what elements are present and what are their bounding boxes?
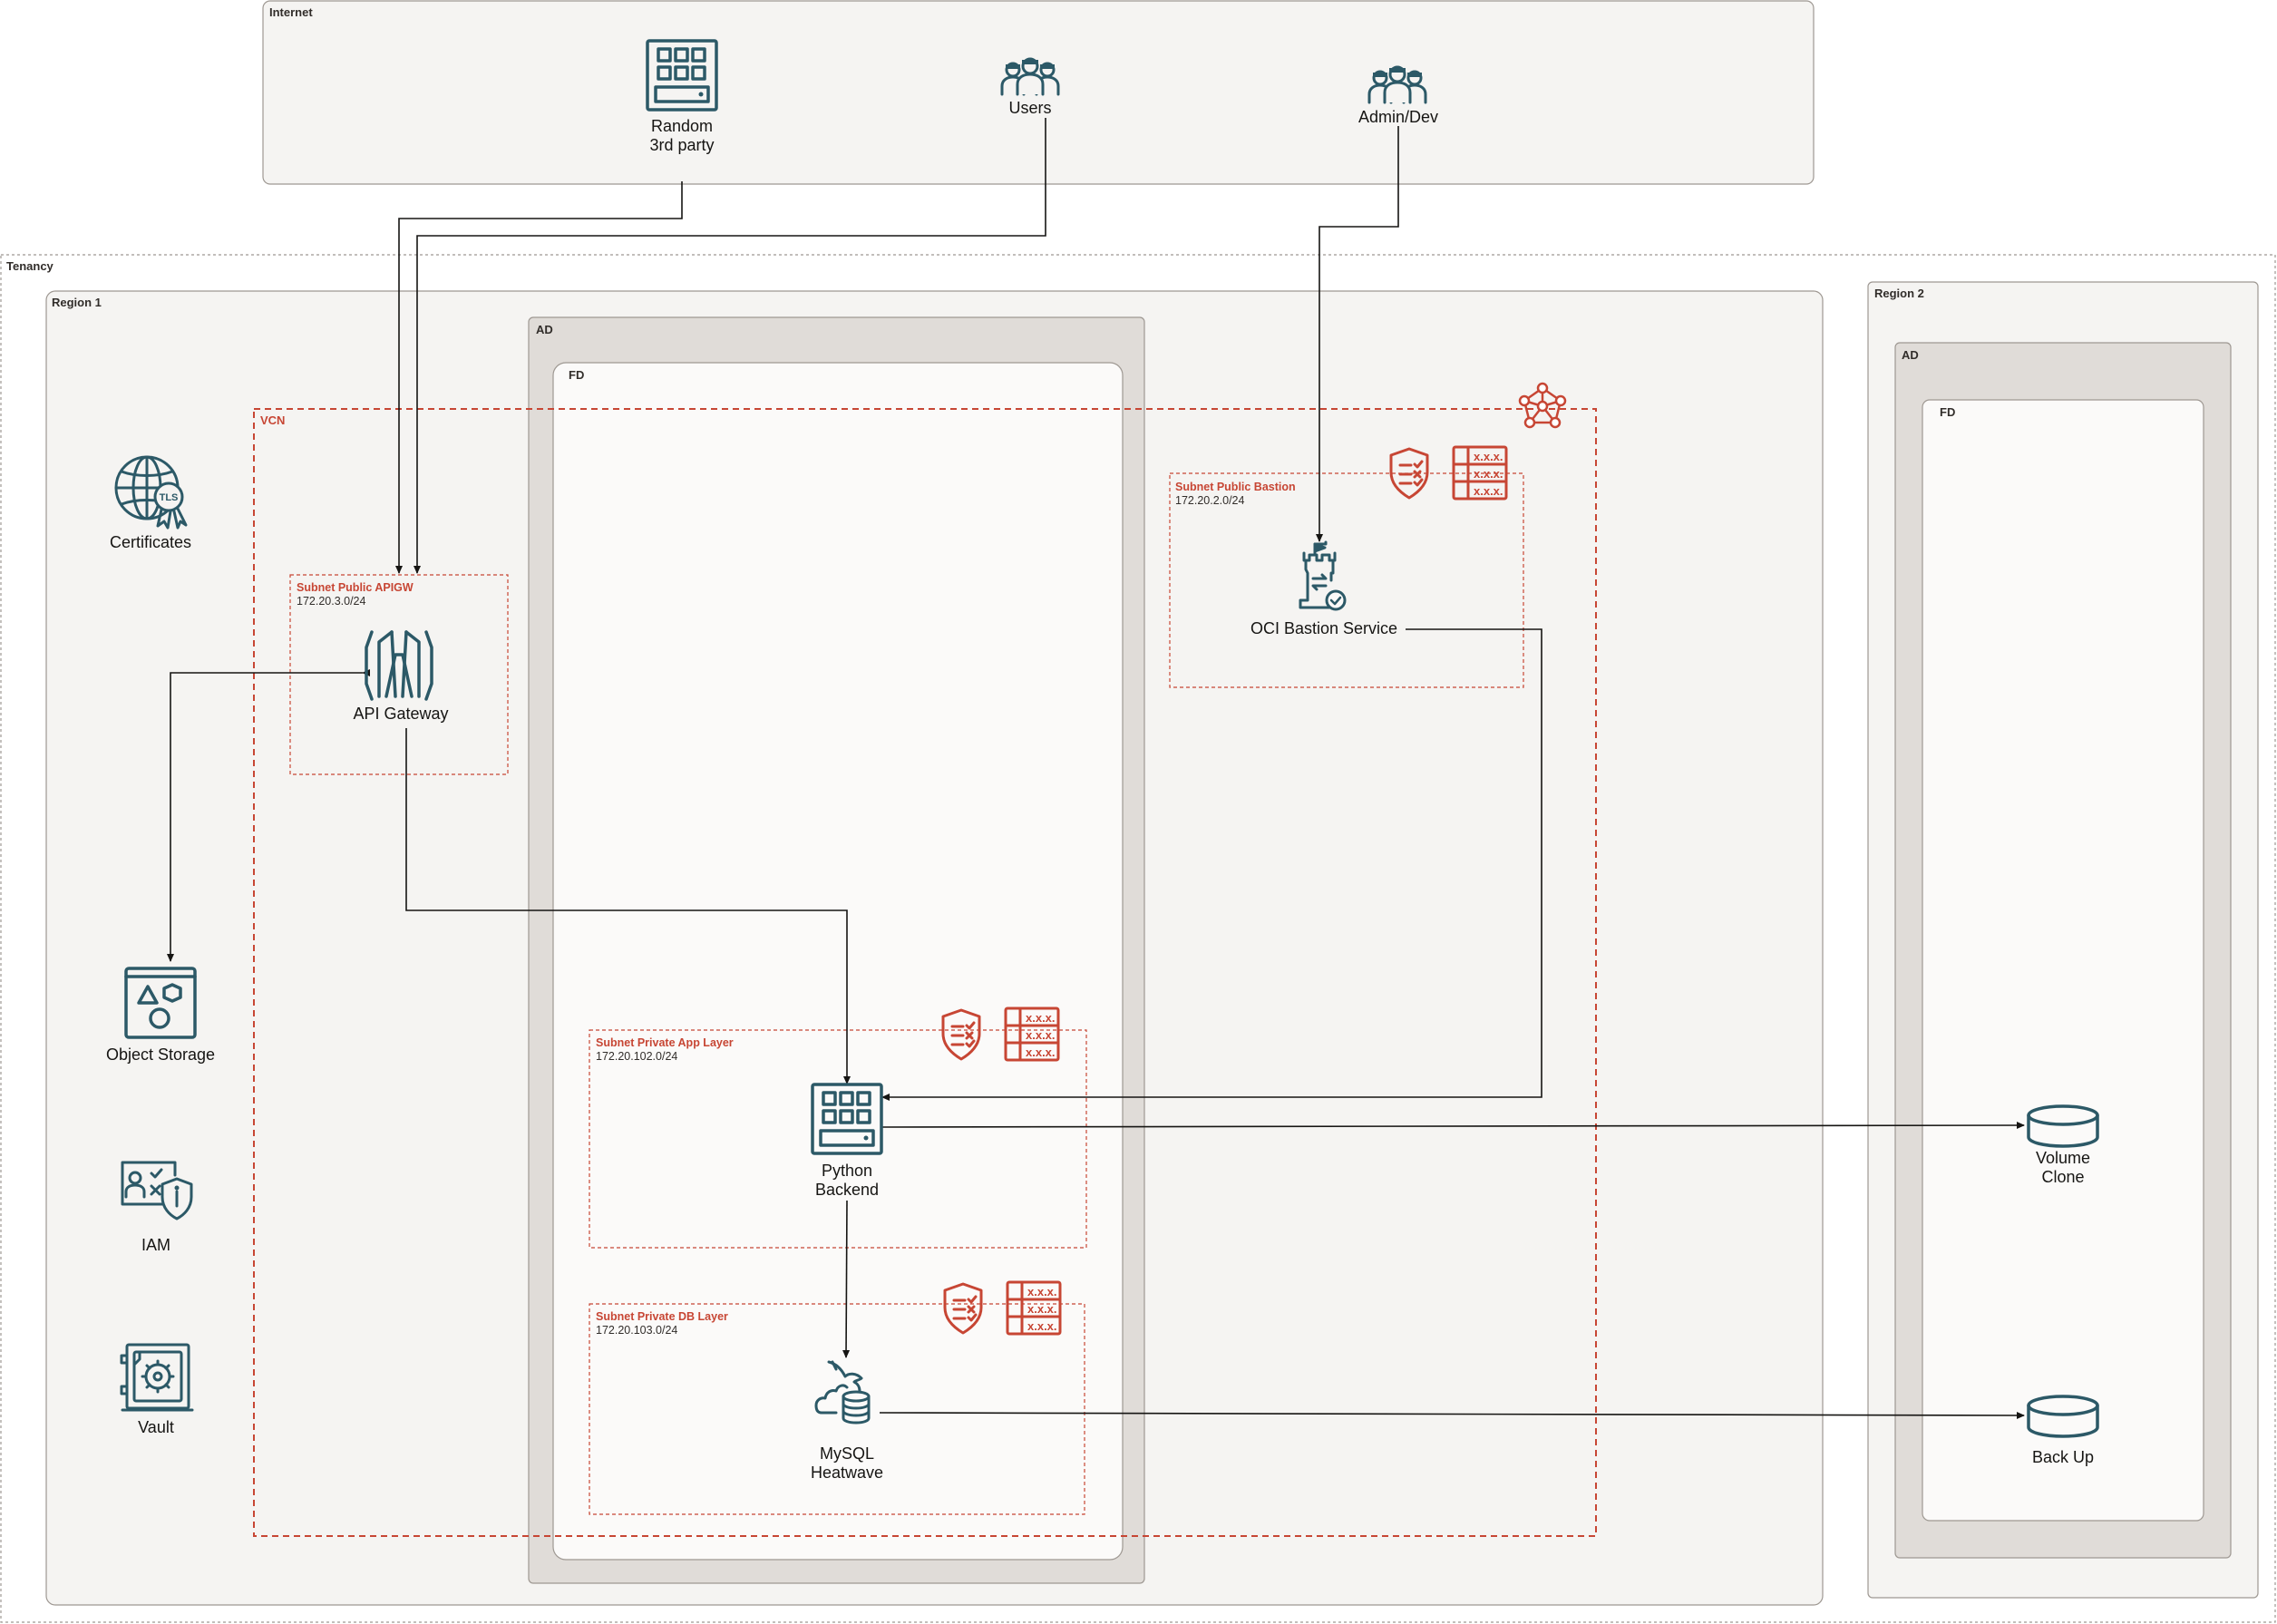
python-backend-label-line1: Python bbox=[822, 1162, 872, 1180]
users-icon bbox=[1367, 65, 1427, 104]
route-table-icon: x.x.x. x.x.x. x.x.x. bbox=[1006, 1280, 1062, 1336]
third-party-node: Random 3rd party bbox=[646, 39, 718, 154]
vcn-label: VCN bbox=[260, 413, 285, 427]
bastion-node: OCI Bastion Service bbox=[1250, 540, 1397, 637]
vcn-container: VCN bbox=[253, 382, 1597, 1537]
subnet-apigw-cidr: 172.20.3.0/24 bbox=[297, 595, 366, 608]
svg-text:x.x.x.: x.x.x. bbox=[1474, 484, 1503, 498]
python-backend-node: Python Backend bbox=[811, 1083, 883, 1199]
vault-label: Vault bbox=[138, 1418, 174, 1436]
mysql-label-line2: Heatwave bbox=[811, 1464, 883, 1482]
users-icon bbox=[1000, 57, 1060, 96]
compute-icon bbox=[646, 39, 718, 112]
api-gateway-icon bbox=[365, 630, 433, 701]
compute-icon bbox=[811, 1083, 883, 1155]
certificates-label: Certificates bbox=[110, 533, 191, 551]
block-volume-icon bbox=[2027, 1104, 2099, 1148]
subnet-apigw: Subnet Public APIGW 172.20.3.0/24 bbox=[289, 574, 509, 775]
volume-clone-node: Volume Clone bbox=[2027, 1104, 2099, 1186]
connector-3rdparty-apigw bbox=[395, 181, 683, 574]
connector-bastion-backend bbox=[881, 628, 1542, 1101]
backup-node: Back Up bbox=[2027, 1395, 2099, 1466]
ad1-label: AD bbox=[536, 323, 553, 336]
svg-text:x.x.x.: x.x.x. bbox=[1027, 1319, 1057, 1333]
ad2-label: AD bbox=[1902, 348, 1919, 362]
subnet-apigw-title: Subnet Public APIGW bbox=[297, 581, 414, 594]
svg-text:x.x.x.: x.x.x. bbox=[1027, 1302, 1057, 1316]
admin-dev-node: Admin/Dev bbox=[1358, 65, 1438, 126]
iam-icon bbox=[121, 1161, 193, 1220]
mysql-label-line1: MySQL bbox=[820, 1444, 874, 1463]
mysql-heatwave-node: MySQL Heatwave bbox=[811, 1360, 883, 1482]
subnet-db-cidr: 172.20.103.0/24 bbox=[596, 1324, 677, 1337]
subnet-app-title: Subnet Private App Layer bbox=[596, 1036, 734, 1049]
route-table-icon: x.x.x. x.x.x. x.x.x. bbox=[1004, 1006, 1060, 1062]
svg-text:x.x.x.: x.x.x. bbox=[1474, 450, 1503, 463]
users-label: Users bbox=[1008, 99, 1051, 117]
vault-node: Vault bbox=[120, 1343, 194, 1436]
object-storage-label: Object Storage bbox=[106, 1045, 215, 1064]
volume-clone-label-line1: Volume bbox=[2036, 1149, 2090, 1167]
region2-label: Region 2 bbox=[1874, 287, 1924, 300]
connector-mysql-backup bbox=[879, 1411, 2025, 1419]
vault-icon bbox=[120, 1343, 194, 1412]
admin-dev-label: Admin/Dev bbox=[1358, 108, 1438, 126]
route-table-icon: x.x.x. x.x.x. x.x.x. bbox=[1452, 445, 1508, 501]
block-volume-icon bbox=[2027, 1395, 2099, 1438]
iam-node: IAM bbox=[121, 1161, 193, 1254]
connector-backend-mysql bbox=[842, 1200, 851, 1358]
backup-label: Back Up bbox=[2032, 1448, 2094, 1466]
connector-admin-bastion bbox=[1316, 126, 1399, 542]
object-storage-node: Object Storage bbox=[106, 967, 215, 1064]
certificates-node: TLS Certificates bbox=[110, 455, 191, 551]
subnet-bastion: Subnet Public Bastion 172.20.2.0/24 x.x.… bbox=[1169, 445, 1524, 688]
tenancy-label: Tenancy bbox=[6, 259, 54, 273]
api-gateway-label: API Gateway bbox=[353, 705, 448, 723]
certificates-icon: TLS bbox=[114, 455, 188, 530]
subnet-app-cidr: 172.20.102.0/24 bbox=[596, 1050, 677, 1063]
python-backend-label-line2: Backend bbox=[815, 1181, 879, 1199]
connectors bbox=[167, 118, 2025, 1419]
connector-backend-volumeclone bbox=[881, 1122, 2025, 1130]
bastion-label: OCI Bastion Service bbox=[1250, 619, 1397, 637]
fd1-label: FD bbox=[569, 368, 584, 382]
subnet-bastion-cidr: 172.20.2.0/24 bbox=[1175, 494, 1245, 507]
iam-label: IAM bbox=[141, 1236, 170, 1254]
svg-text:x.x.x.: x.x.x. bbox=[1026, 1028, 1056, 1042]
connector-apigw-backend bbox=[405, 728, 851, 1084]
mysql-icon bbox=[814, 1360, 871, 1425]
bastion-icon bbox=[1299, 540, 1347, 611]
subnet-db-title: Subnet Private DB Layer bbox=[596, 1310, 728, 1323]
third-party-label-line1: Random bbox=[651, 117, 713, 135]
svg-text:x.x.x.: x.x.x. bbox=[1026, 1011, 1056, 1025]
api-gateway-node: API Gateway bbox=[353, 630, 449, 723]
internet-label: Internet bbox=[269, 5, 313, 19]
volume-clone-label-line2: Clone bbox=[2041, 1168, 2084, 1186]
fd1-container: FD bbox=[552, 362, 1124, 1561]
fd2-container: FD bbox=[1922, 399, 2204, 1522]
subnet-app-layer: Subnet Private App Layer 172.20.102.0/24… bbox=[589, 1006, 1087, 1249]
tls-badge: TLS bbox=[160, 492, 179, 503]
region1-label: Region 1 bbox=[52, 296, 102, 309]
connector-users-apigw bbox=[414, 118, 1046, 574]
subnet-bastion-title: Subnet Public Bastion bbox=[1175, 481, 1296, 493]
svg-text:x.x.x.: x.x.x. bbox=[1026, 1045, 1056, 1059]
object-storage-icon bbox=[124, 967, 197, 1039]
svg-text:x.x.x.: x.x.x. bbox=[1474, 467, 1503, 481]
connector-apigw-objectstorage bbox=[167, 669, 370, 962]
svg-text:x.x.x.: x.x.x. bbox=[1027, 1285, 1057, 1298]
users-node: Users bbox=[1000, 57, 1060, 117]
fd2-label: FD bbox=[1940, 405, 1955, 419]
subnet-db-layer: Subnet Private DB Layer 172.20.103.0/24 … bbox=[589, 1280, 1085, 1515]
third-party-label-line2: 3rd party bbox=[649, 136, 714, 154]
vcn-icon bbox=[1518, 382, 1567, 429]
